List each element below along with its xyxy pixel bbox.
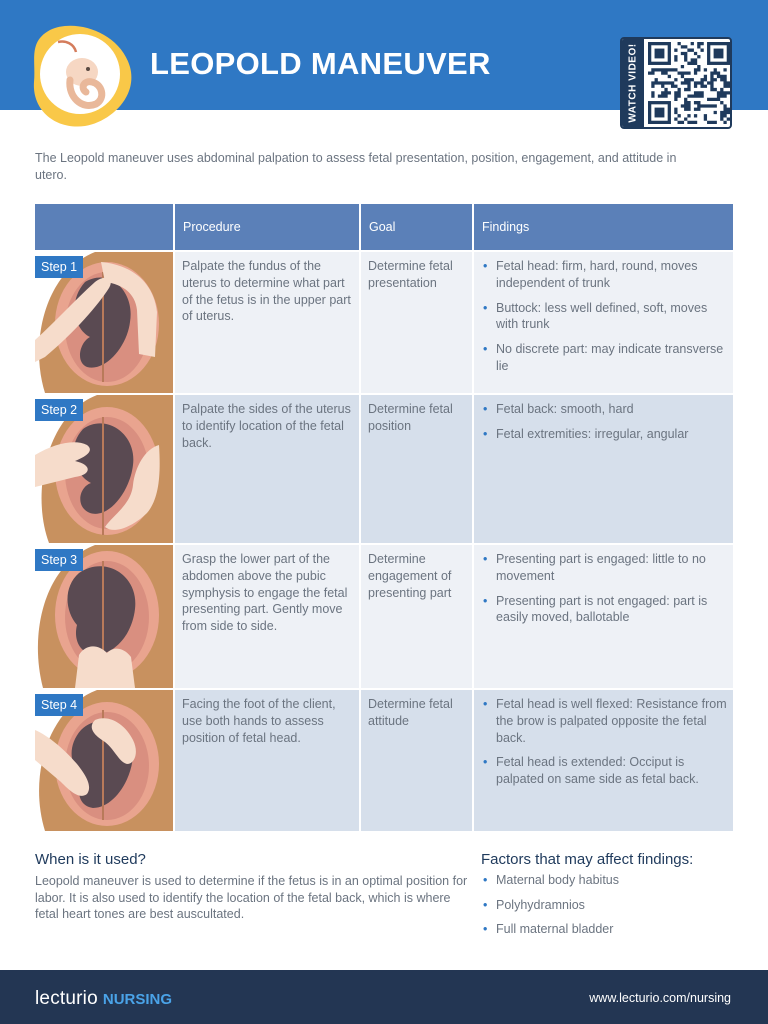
abdomen-palpation-fundus-illustration bbox=[35, 252, 173, 393]
goal-cell: Determine fetal position bbox=[361, 395, 472, 543]
finding-item: Fetal back: smooth, hard bbox=[481, 401, 727, 418]
step-badge: Step 1 bbox=[35, 256, 84, 278]
finding-item: No discrete part: may indicate transvers… bbox=[481, 341, 727, 375]
column-header-image bbox=[35, 204, 173, 250]
factors-heading: Factors that may affect findings: bbox=[481, 851, 694, 868]
finding-item: Presenting part is not engaged: part is … bbox=[481, 593, 727, 627]
qr-label: WATCH VIDEO! bbox=[627, 43, 639, 123]
abdomen-palpation-lower-illustration bbox=[35, 545, 173, 688]
page-title: LEOPOLD MANEUVER bbox=[150, 46, 491, 81]
step-illustration: Step 2 bbox=[35, 395, 173, 543]
step-badge: Step 4 bbox=[35, 694, 84, 716]
finding-item: Presenting part is engaged: little to no… bbox=[481, 551, 727, 585]
finding-item: Fetal head is extended: Occiput is palpa… bbox=[481, 754, 727, 788]
findings-list: Fetal head: firm, hard, round, moves ind… bbox=[481, 258, 727, 375]
step-illustration: Step 4 bbox=[35, 690, 173, 831]
table-row: Step 2 Palpate the sides of the uterus t… bbox=[35, 395, 733, 543]
table-row: Step 4 Facing the foot of the client, us… bbox=[35, 690, 733, 831]
when-used-text: Leopold maneuver is used to determine if… bbox=[35, 874, 468, 921]
findings-cell: Fetal back: smooth, hard Fetal extremiti… bbox=[474, 395, 733, 543]
footer-bar: lecturio NURSING www.lecturio.com/nursin… bbox=[0, 970, 768, 1024]
factor-item: Polyhydramnios bbox=[481, 898, 619, 923]
watch-video-qr[interactable]: WATCH VIDEO! bbox=[620, 37, 732, 129]
findings-list: Presenting part is engaged: little to no… bbox=[481, 551, 727, 626]
brand-sub: NURSING bbox=[102, 991, 173, 1008]
factor-item: Maternal body habitus bbox=[481, 873, 619, 898]
table-row: Step 3 Grasp the lower part of the abdom… bbox=[35, 545, 733, 688]
procedure-cell: Palpate the fundus of the uterus to dete… bbox=[175, 252, 359, 393]
step-badge: Step 2 bbox=[35, 399, 84, 421]
procedure-cell: Grasp the lower part of the abdomen abov… bbox=[175, 545, 359, 688]
column-header-findings: Findings bbox=[474, 204, 733, 250]
table-header: Procedure Goal Findings bbox=[35, 204, 733, 250]
column-header-procedure: Procedure bbox=[175, 204, 359, 250]
step-badge: Step 3 bbox=[35, 549, 84, 571]
findings-list: Fetal head is well flexed: Resistance fr… bbox=[481, 696, 727, 788]
procedure-cell: Palpate the sides of the uterus to ident… bbox=[175, 395, 359, 543]
intro-text: The Leopold maneuver uses abdominal palp… bbox=[35, 151, 677, 182]
findings-cell: Fetal head is well flexed: Resistance fr… bbox=[474, 690, 733, 831]
goal-cell: Determine fetal attitude bbox=[361, 690, 472, 831]
findings-cell: Fetal head: firm, hard, round, moves ind… bbox=[474, 252, 733, 393]
step-illustration: Step 3 bbox=[35, 545, 173, 688]
maneuver-table: Procedure Goal Findings Step 1 Palpate t… bbox=[35, 204, 733, 831]
goal-cell: Determine engagement of presenting part bbox=[361, 545, 472, 688]
fetus-logo-icon bbox=[33, 25, 132, 127]
when-used-heading: When is it used? bbox=[35, 851, 146, 868]
table-row: Step 1 Palpate the fundus of the uterus … bbox=[35, 252, 733, 393]
procedure-cell: Facing the foot of the client, use both … bbox=[175, 690, 359, 831]
finding-item: Buttock: less well defined, soft, moves … bbox=[481, 300, 727, 334]
step-illustration: Step 1 bbox=[35, 252, 173, 393]
factor-item: Full maternal bladder bbox=[481, 922, 619, 947]
header-bar: LEOPOLD MANEUVER WATCH VIDEO! bbox=[0, 0, 768, 129]
brand-name: lecturio bbox=[35, 988, 98, 1009]
findings-cell: Presenting part is engaged: little to no… bbox=[474, 545, 733, 688]
factors-list: Maternal body habitus Polyhydramnios Ful… bbox=[481, 873, 619, 947]
finding-item: Fetal extremities: irregular, angular bbox=[481, 426, 727, 443]
findings-list: Fetal back: smooth, hard Fetal extremiti… bbox=[481, 401, 727, 443]
column-header-goal: Goal bbox=[361, 204, 472, 250]
goal-cell: Determine fetal presentation bbox=[361, 252, 472, 393]
finding-item: Fetal head is well flexed: Resistance fr… bbox=[481, 696, 727, 746]
qr-code-icon bbox=[648, 42, 730, 124]
finding-item: Fetal head: firm, hard, round, moves ind… bbox=[481, 258, 727, 292]
lecturio-nursing-logo[interactable]: lecturio NURSING bbox=[35, 988, 172, 1010]
abdomen-palpation-sides-illustration bbox=[35, 395, 173, 543]
footer-url-link[interactable]: www.lecturio.com/nursing bbox=[589, 991, 731, 1005]
